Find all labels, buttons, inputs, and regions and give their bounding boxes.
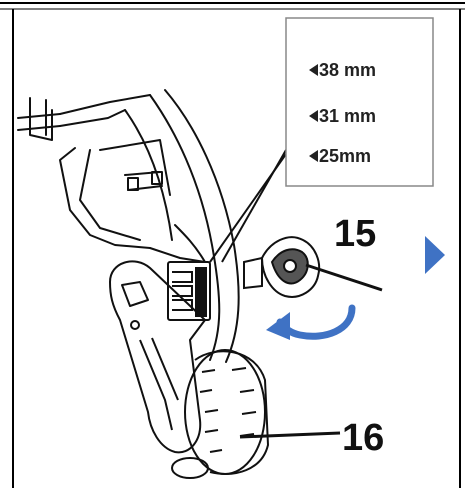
callout-number-knob: 15 bbox=[334, 213, 376, 255]
depth-setting-label: 25mm bbox=[319, 146, 371, 166]
depth-setting-label: 38 mm bbox=[319, 60, 376, 80]
pointer-icon bbox=[309, 150, 318, 162]
right-arrow-icon bbox=[425, 236, 445, 274]
depth-settings-box: 38 mm 31 mm 25mm bbox=[285, 17, 434, 187]
depth-wheel bbox=[171, 349, 270, 479]
depth-bracket bbox=[167, 261, 211, 321]
mower-housing bbox=[17, 89, 240, 363]
adjustment-knob bbox=[243, 236, 321, 298]
rotate-counterclockwise-arrow-icon bbox=[266, 304, 356, 340]
callout-number-wheel: 16 bbox=[342, 417, 384, 459]
pointer-icon bbox=[309, 64, 318, 76]
pointer-icon bbox=[309, 110, 318, 122]
leader-lines bbox=[209, 149, 383, 439]
depth-setting-label: 31 mm bbox=[319, 106, 376, 126]
swing-arm bbox=[109, 260, 206, 454]
